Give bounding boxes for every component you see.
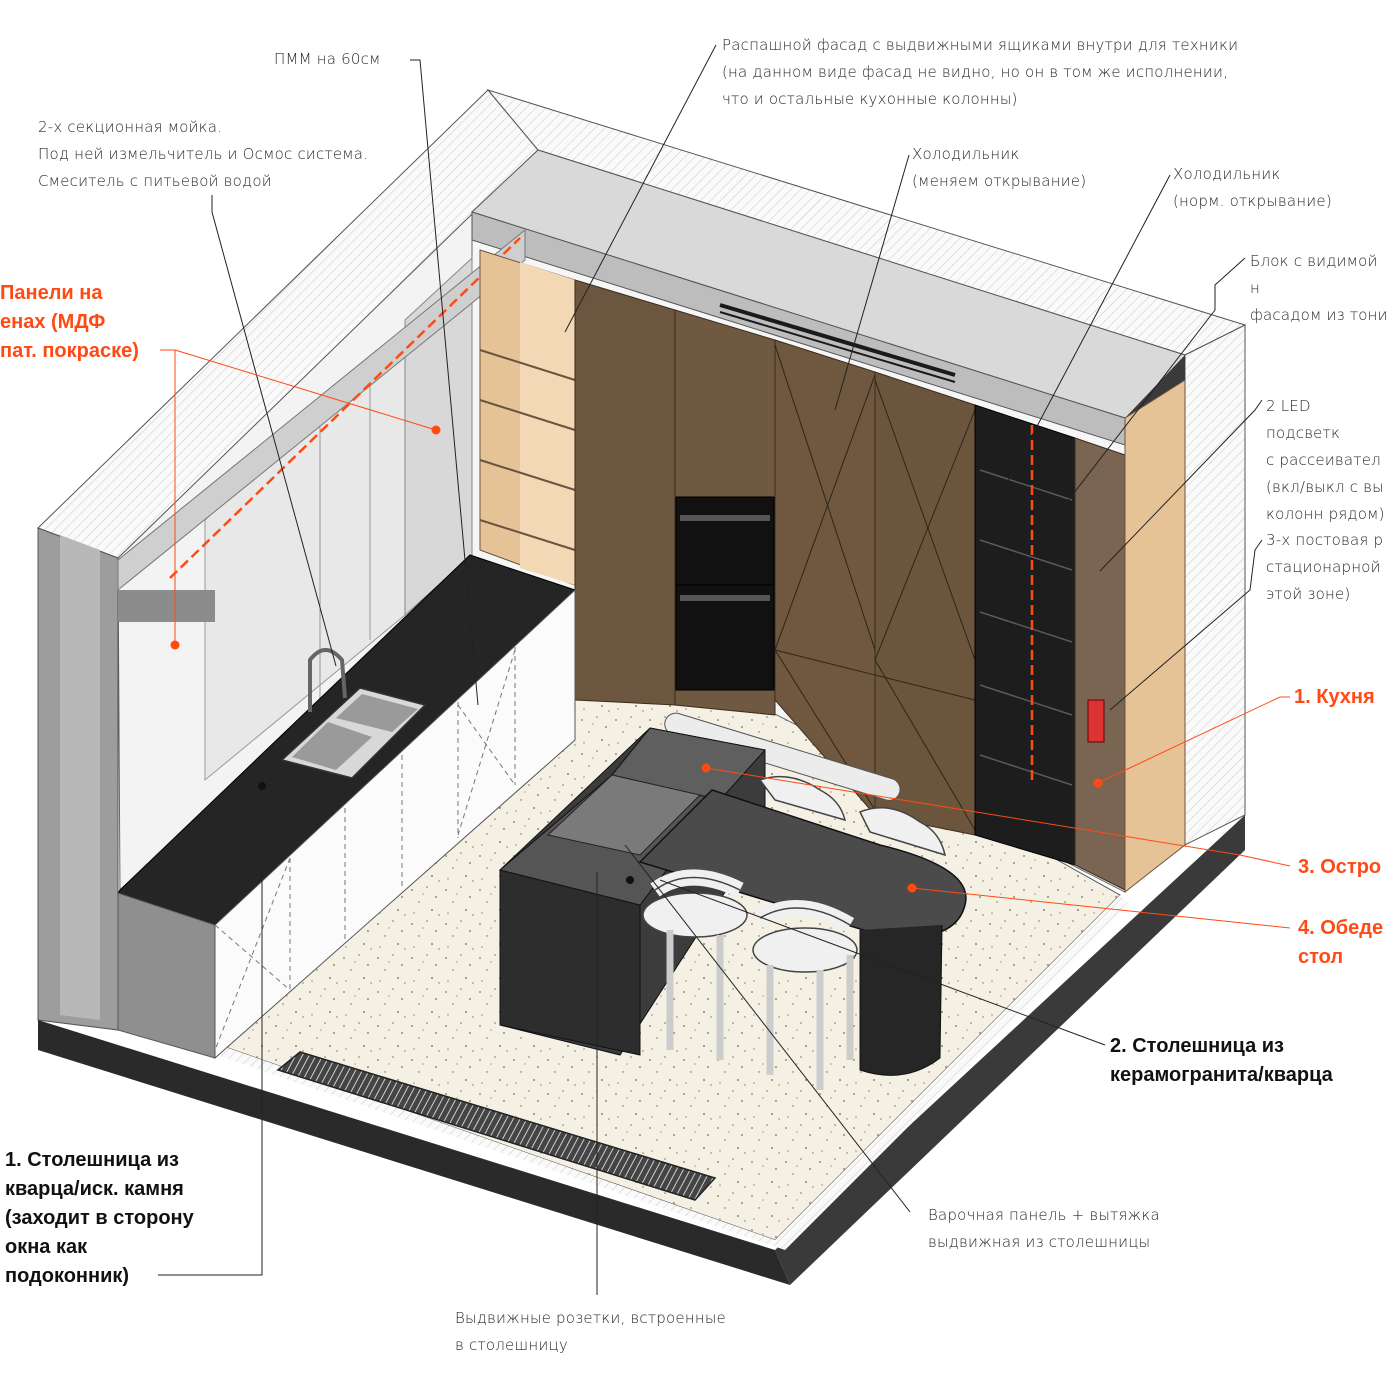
led-strip-left bbox=[169, 237, 521, 579]
label-sockets: Выдвижные розетки, встроенные в столешни… bbox=[455, 1309, 726, 1354]
induction-hob bbox=[546, 774, 701, 856]
right-wall-cut bbox=[1184, 324, 1246, 846]
label-island: 3. Остро bbox=[1298, 856, 1382, 878]
label-hob: Варочная панель + вытяжка выдвижная из с… bbox=[928, 1206, 1160, 1251]
base-plinth-front bbox=[38, 1020, 790, 1285]
pendant-tube bbox=[664, 712, 901, 801]
label-ceramic-top: 2. Столешница из керамогранита/кварца bbox=[1110, 1035, 1333, 1086]
fridge-right bbox=[874, 371, 976, 836]
oven-bottom bbox=[675, 584, 775, 691]
oven-top bbox=[675, 496, 775, 586]
label-swing-facade: Распашной фасад с выдвижными ящиками вну… bbox=[722, 36, 1239, 108]
tall-columns bbox=[479, 249, 1186, 894]
wall-socket-3x bbox=[1087, 699, 1105, 743]
label-kitchen: 1. Кухня bbox=[1294, 686, 1375, 708]
label-sink: 2-х секционная мойка. Под ней измельчите… bbox=[38, 118, 369, 190]
window-area bbox=[117, 228, 526, 782]
left-wall-outer-side bbox=[60, 535, 100, 1020]
mdf-wall-panel bbox=[117, 228, 526, 592]
wood-column-left bbox=[574, 279, 676, 706]
label-dining-table: 4. Обеде стол bbox=[1298, 917, 1384, 968]
faucet bbox=[308, 648, 347, 712]
leader-dots bbox=[170, 425, 1103, 893]
base-plinth-right bbox=[775, 815, 1245, 1285]
kitchen-run bbox=[117, 554, 576, 1060]
island-group bbox=[498, 712, 967, 1090]
label-socket: 3-х постовая р стационарной этой зоне) bbox=[1266, 531, 1384, 603]
leader-lines-accent bbox=[160, 349, 1291, 929]
label-wall-panels: Панели на енах (МДФ пат. покраске) bbox=[0, 282, 139, 362]
floor-vent-grille bbox=[276, 1051, 717, 1201]
leader-lines bbox=[158, 44, 1263, 1295]
label-quartz-top: 1. Столешница из кварца/иск. камня (захо… bbox=[5, 1149, 194, 1287]
label-dishwasher: ПММ на 60см bbox=[274, 50, 381, 68]
label-fridge-swap: Холодильник (меняем открывание) bbox=[912, 145, 1087, 190]
toned-glass-block bbox=[1074, 437, 1126, 891]
label-led-lighting: 2 LED подсветк с рассеивател (вкл/выкл с… bbox=[1266, 397, 1385, 523]
bar-stools bbox=[642, 775, 947, 1090]
label-toned-block: Блок с видимой н фасадом из тони bbox=[1250, 252, 1388, 324]
label-fridge-normal: Холодильник (норм. открывание) bbox=[1173, 165, 1332, 210]
